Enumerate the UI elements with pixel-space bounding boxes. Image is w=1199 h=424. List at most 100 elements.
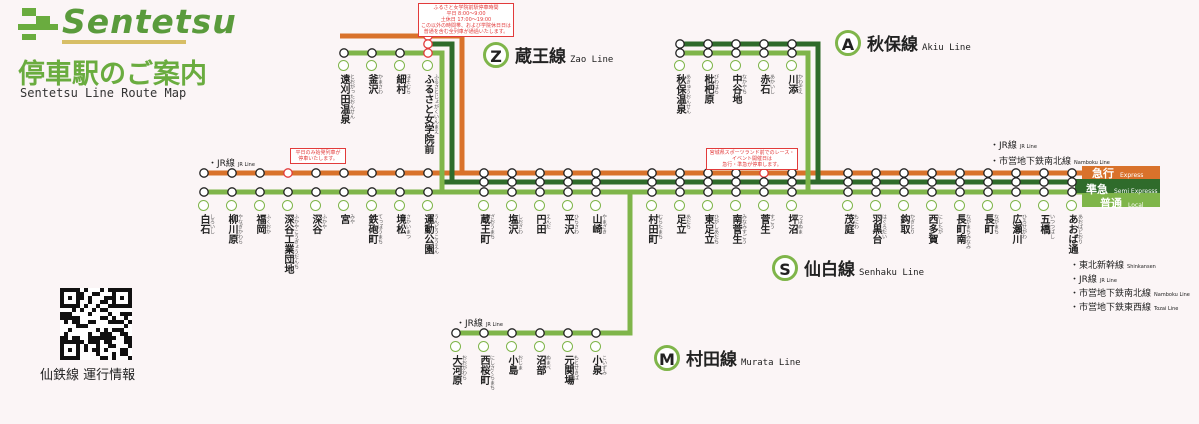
main-west-station-6-label[interactable]: 鉄砲町	[366, 214, 377, 244]
murata-station-0-kana: おおがわら	[461, 355, 467, 380]
main-west-station-8-label[interactable]: 運動公園	[422, 214, 433, 254]
main-east-station-4-kana: やまざき	[601, 214, 607, 234]
zao-station-2-kana: ほそむら	[405, 74, 411, 94]
zao-station-1-kana: かまさわ	[377, 74, 383, 94]
east-station-8-express	[731, 168, 741, 178]
main-east-station-3-label[interactable]: 平沢	[562, 214, 573, 234]
main-west-station-2-label[interactable]: 福岡	[254, 214, 265, 234]
akiu-station-2-label[interactable]: 中谷地	[730, 74, 741, 104]
main-east-station-15-label[interactable]: 長町南	[954, 214, 965, 244]
main-east-station-5-label[interactable]: 村田町	[646, 214, 657, 244]
station-8-express	[423, 168, 433, 178]
akiu-station-3-kana: あかいし	[769, 74, 775, 94]
main-west-station-5-label[interactable]: 宮	[338, 214, 349, 224]
akiu-station-4-label[interactable]: 川添	[786, 74, 797, 94]
main-east-station-2-label[interactable]: 円田	[534, 214, 545, 234]
east-station-11-express	[843, 168, 853, 178]
main-east-station-18-number-icon	[1038, 200, 1049, 211]
station-6-local	[367, 187, 377, 197]
main-east-station-13-kana: かぎとり	[909, 214, 915, 234]
east-station-11-local	[843, 187, 853, 197]
main-east-station-4-label[interactable]: 山崎	[590, 214, 601, 234]
main-east-station-17-label[interactable]: 広瀬川	[1010, 214, 1021, 244]
main-west-station-5-kana: みや	[349, 214, 355, 224]
main-east-station-15-kana: ながまちみなみ	[965, 214, 971, 249]
zao-station-1-label[interactable]: 釜沢	[366, 74, 377, 94]
main-west-station-4-label[interactable]: 深谷	[310, 214, 321, 234]
main-east-station-8-label[interactable]: 南菅生	[730, 214, 741, 244]
east-station-15-express	[955, 168, 965, 178]
main-east-station-9-number-icon	[758, 200, 769, 211]
akiu-station-4-local	[787, 48, 797, 58]
zao-station-0-label[interactable]: 遠刈田温泉	[338, 74, 349, 124]
zao-station-3-label[interactable]: ふるさと女学院前	[422, 74, 433, 154]
main-east-station-18-kana: いつつばし	[1049, 214, 1055, 239]
akiu-station-0-label[interactable]: 秋保温泉	[674, 74, 685, 114]
main-east-station-10-kana: つぼぬま	[797, 214, 803, 234]
brand-logo-text: Sentetsu	[62, 2, 237, 41]
station-7-local	[395, 187, 405, 197]
zao-station-2-label[interactable]: 細村	[394, 74, 405, 94]
murata-station-0-label[interactable]: 大河原	[450, 355, 461, 385]
service-info-label[interactable]: 仙鉄線 運行情報	[40, 368, 136, 383]
zao-station-3-number-icon	[422, 60, 433, 71]
east-station-13-semi	[899, 177, 909, 187]
main-east-station-10-label[interactable]: 坪沼	[786, 214, 797, 234]
zao-station-2-number-icon	[394, 60, 405, 71]
murata-station-5	[591, 328, 601, 338]
main-west-station-3-label[interactable]: 深谷工業団地	[282, 214, 293, 274]
main-east-station-12-label[interactable]: 羽黒台	[870, 214, 881, 244]
murata-station-2-label[interactable]: 小島	[506, 355, 517, 375]
east-station-18-local	[1039, 187, 1049, 197]
akiu-station-3-label[interactable]: 赤石	[758, 74, 769, 94]
station-4-express	[311, 168, 321, 178]
zao-station-0-number-icon	[338, 60, 349, 71]
main-east-station-19-label[interactable]: あおば通	[1066, 214, 1077, 254]
senhaku-line-badge-icon: S	[772, 255, 798, 281]
main-east-station-1-kana: しおざわ	[517, 214, 523, 234]
zao-station-3-kana: ふるさとじょがくいんまえ	[433, 74, 439, 134]
east-station-10-express	[787, 168, 797, 178]
murata-station-1-kana: にしさくらまち	[489, 355, 495, 390]
main-west-station-0-label[interactable]: 白石	[198, 214, 209, 234]
main-east-station-14-label[interactable]: 西多賀	[926, 214, 937, 244]
zao-station-2-local	[395, 48, 405, 58]
east-station-4-express	[591, 168, 601, 178]
murata-station-3-label[interactable]: 沼部	[534, 355, 545, 375]
east-station-7-semi	[703, 177, 713, 187]
main-east-station-9-label[interactable]: 菅生	[758, 214, 769, 234]
murata-station-4-label[interactable]: 元関場	[562, 355, 573, 385]
murata-station-0-number-icon	[450, 341, 461, 352]
main-east-station-16-number-icon	[982, 200, 993, 211]
main-east-station-0-label[interactable]: 蔵王町	[478, 214, 489, 244]
main-east-station-11-number-icon	[842, 200, 853, 211]
station-5-express	[339, 168, 349, 178]
akiu-local-track	[676, 50, 811, 192]
main-east-station-7-label[interactable]: 東足立	[702, 214, 713, 244]
main-west-station-7-label[interactable]: 境松	[394, 214, 405, 234]
main-west-station-1-label[interactable]: 柳川原	[226, 214, 237, 244]
main-east-station-11-label[interactable]: 茂庭	[842, 214, 853, 234]
main-east-station-9-kana: すごう	[769, 214, 775, 229]
akiu-station-1-semi	[703, 39, 713, 49]
murata-station-5-label[interactable]: 小泉	[590, 355, 601, 375]
main-east-station-6-label[interactable]: 足立	[674, 214, 685, 234]
main-east-station-16-label[interactable]: 長町	[982, 214, 993, 234]
east-station-9-local	[759, 187, 769, 197]
main-east-station-18-label[interactable]: 五橋	[1038, 214, 1049, 234]
main-east-station-13-label[interactable]: 鈎取	[898, 214, 909, 234]
murata-station-1-label[interactable]: 西桜町	[478, 355, 489, 385]
zao-station-1-number-icon	[366, 60, 377, 71]
main-east-station-16-kana: ながまち	[993, 214, 999, 234]
murata-station-4	[563, 328, 573, 338]
east-station-8-local	[731, 187, 741, 197]
akiu-station-4-semi	[787, 39, 797, 49]
akiu-station-1-label[interactable]: 枇杷原	[702, 74, 713, 104]
main-east-station-1-label[interactable]: 塩沢	[506, 214, 517, 234]
